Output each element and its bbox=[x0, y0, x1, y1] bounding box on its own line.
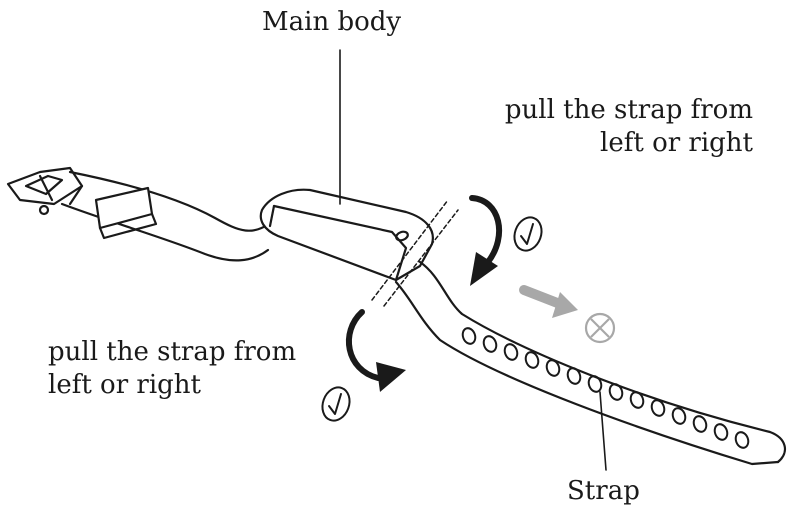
pull-strap-instruction-right: pull the strap from left or right bbox=[505, 94, 753, 159]
strap-keeper bbox=[94, 186, 154, 230]
pull-right-line2: left or right bbox=[600, 127, 753, 158]
pull-strap-instruction-left: pull the strap from left or right bbox=[48, 336, 296, 401]
main-body-label: Main body bbox=[262, 7, 402, 37]
pull-left-line1: pull the strap from bbox=[48, 337, 297, 367]
straight-arrow-icon bbox=[519, 285, 578, 318]
strap-holes bbox=[461, 327, 750, 449]
check-mark-icon-left bbox=[321, 386, 351, 422]
curved-arrow-icon-right bbox=[469, 195, 503, 286]
main-body-shape bbox=[259, 188, 434, 282]
strap-leader bbox=[599, 391, 607, 471]
curved-arrow-icon-left bbox=[346, 309, 406, 392]
check-mark-icon-right bbox=[513, 216, 543, 252]
cross-mark-icon bbox=[584, 312, 616, 344]
separation-lines bbox=[371, 199, 459, 307]
pull-right-line1: pull the strap from bbox=[504, 95, 753, 125]
strap-label: Strap bbox=[567, 476, 640, 506]
pull-left-line2: left or right bbox=[48, 369, 201, 400]
